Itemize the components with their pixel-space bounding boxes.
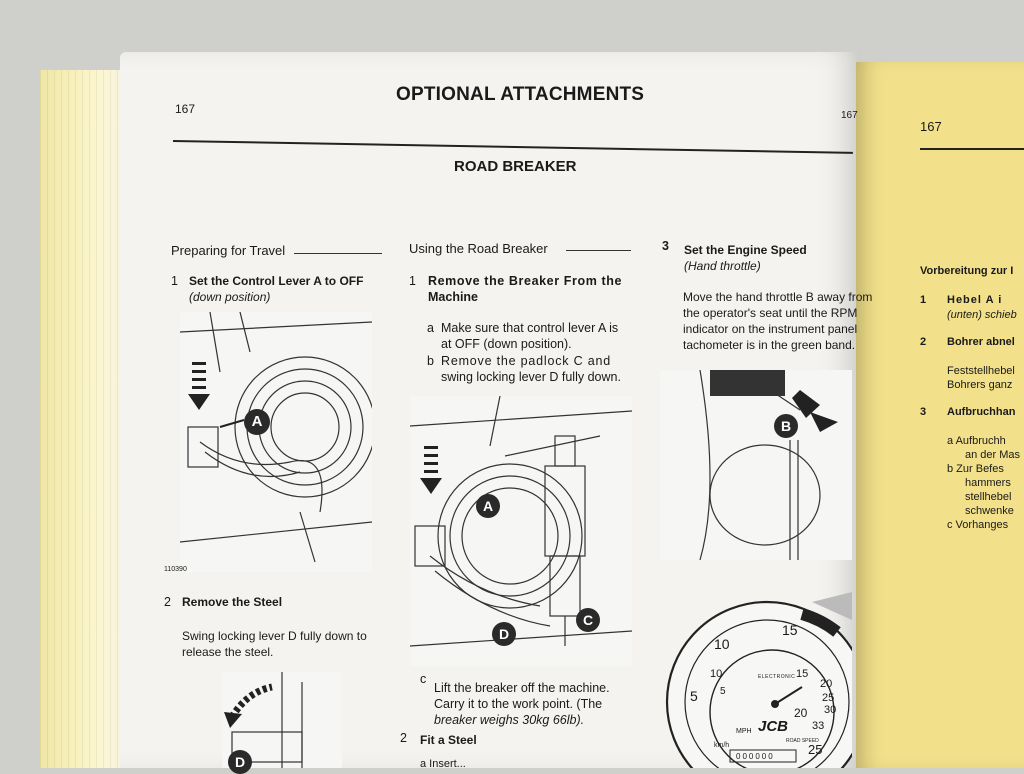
- adjacent-page: [856, 62, 1024, 768]
- hand-throttle-illustration: B: [660, 369, 852, 561]
- de-b-text-1: b Zur Befes: [947, 463, 1004, 475]
- col2-c-text-1: Lift the breaker off the machine.: [434, 681, 610, 695]
- label-badge-b: B: [774, 414, 798, 438]
- col2-step2-title: Fit a Steel: [420, 733, 477, 747]
- col2-b-marker: b: [427, 354, 434, 368]
- col1-step1-num: 1: [171, 274, 178, 288]
- col1-heading-rule: [294, 253, 382, 254]
- page-number-right: 167: [841, 110, 858, 121]
- col2-a-marker: a: [427, 321, 434, 335]
- col2-b-text-2: swing locking lever D fully down.: [441, 370, 621, 384]
- de-a-text-2: an der Mas: [965, 449, 1021, 461]
- gauge-odometer: 000000: [736, 752, 775, 761]
- col1-heading: Preparing for Travel: [171, 243, 286, 258]
- label-badge-a: A: [244, 409, 270, 435]
- page-number-left: 167: [175, 102, 196, 116]
- tachometer-gauge: 10 15 5 5 10 15 20 25 30 33 20 25 ELECTR…: [662, 592, 852, 768]
- col2-step2-num: 2: [400, 731, 407, 745]
- de-c-text-1: c Vorhanges: [947, 519, 1009, 531]
- book-page-edges: [40, 70, 135, 768]
- page-title: OPTIONAL ATTACHMENTS: [396, 84, 645, 105]
- de-step2-num: 2: [920, 336, 927, 348]
- col1-step1-sub: (down position): [189, 290, 271, 304]
- gauge-inner-tick: 33: [812, 720, 825, 732]
- col2-a-text-1: Make sure that control lever A is: [441, 321, 619, 335]
- gauge-brand-logo: JCB: [758, 718, 789, 735]
- gauge-outer-tick: 15: [782, 622, 798, 638]
- col3-step3-title: Set the Engine Speed: [684, 243, 807, 257]
- de-para-1: Feststellhebel: [947, 365, 1015, 377]
- far-header-rule: [920, 148, 1024, 150]
- col2-b-text-1: Remove the padlock C and: [441, 354, 611, 368]
- gauge-value-20: 20: [794, 706, 808, 720]
- col3-text-1: Move the hand throttle B away from: [683, 290, 873, 304]
- gauge-road-speed: ROAD SPEED: [786, 738, 819, 744]
- col3-text-2: the operator's seat until the RPM: [683, 306, 858, 320]
- de-b-text-4: schwenke: [965, 505, 1014, 517]
- col2-c-text-3: breaker weighs 30kg 66lb).: [434, 713, 585, 727]
- col2-step1-title-1: Remove the Breaker From the: [428, 274, 623, 288]
- col2-heading: Using the Road Breaker: [409, 241, 548, 256]
- col2-step2-a: a Insert...: [420, 758, 466, 770]
- gauge-inner-tick: 10: [710, 668, 723, 680]
- gauge-inner-tick: 30: [824, 704, 837, 716]
- de-heading: Vorbereitung zur I: [920, 265, 1014, 277]
- far-page-number: 167: [920, 119, 942, 134]
- de-step1-text: Hebel A i: [947, 294, 1003, 306]
- col3-text-3: indicator on the instrument panel: [683, 322, 858, 336]
- gauge-unit-kmh: km/h: [714, 742, 730, 749]
- de-a-text-1: a Aufbruchh: [947, 435, 1006, 447]
- col2-step1-num: 1: [409, 274, 416, 288]
- de-b-text-2: hammers: [965, 477, 1011, 489]
- col1-step1-title: Set the Control Lever A to OFF: [189, 274, 364, 288]
- gauge-unit-mph: MPH: [736, 728, 752, 735]
- label-badge-d: D: [228, 750, 252, 774]
- label-badge-c: C: [576, 608, 600, 632]
- col2-c-marker: c: [420, 672, 427, 686]
- breaker-removal-illustration: A C D: [409, 395, 633, 666]
- gauge-inner-tick: 5: [720, 686, 726, 697]
- de-step1-sub: (unten) schieb: [947, 309, 1017, 321]
- de-step3-num: 3: [920, 406, 927, 418]
- col1-step2-title: Remove the Steel: [182, 595, 283, 609]
- gauge-value-25: 25: [808, 742, 823, 757]
- col2-heading-rule: [566, 250, 631, 251]
- col1-step2-text-1: Swing locking lever D fully down to: [182, 629, 367, 643]
- section-title: ROAD BREAKER: [454, 158, 577, 175]
- col3-step3-sub: (Hand throttle): [684, 259, 761, 273]
- gauge-inner-tick: 15: [796, 668, 809, 680]
- de-b-text-3: stellhebel: [965, 491, 1012, 503]
- gauge-outer-tick: 10: [714, 636, 730, 652]
- de-para-2: Bohrers ganz: [947, 379, 1013, 391]
- label-badge-d: D: [492, 622, 516, 646]
- col3-step3-num: 3: [662, 239, 669, 253]
- col3-text-4: tachometer is in the green band.: [683, 338, 856, 352]
- de-step2-text: Bohrer abnel: [947, 336, 1015, 348]
- col2-c-text-2: Carry it to the work point. (The: [434, 697, 603, 711]
- de-step1-num: 1: [920, 294, 927, 306]
- col1-step2-text-2: release the steel.: [182, 645, 274, 659]
- figure-code: 110390: [164, 566, 187, 573]
- de-step3-text: Aufbruchhan: [947, 406, 1016, 418]
- control-lever-illustration: A: [179, 311, 376, 572]
- col1-step2-num: 2: [164, 595, 171, 609]
- col2-step1-title-2: Machine: [428, 290, 479, 304]
- gauge-brand-small: ELECTRONIC: [758, 674, 796, 680]
- gauge-inner-tick: 25: [822, 692, 835, 704]
- gauge-inner-tick: 20: [820, 678, 833, 690]
- col2-a-text-2: at OFF (down position).: [441, 337, 572, 351]
- locking-lever-illustration: D: [222, 672, 342, 774]
- label-badge-a: A: [476, 494, 500, 518]
- gauge-outer-tick: 5: [690, 688, 698, 704]
